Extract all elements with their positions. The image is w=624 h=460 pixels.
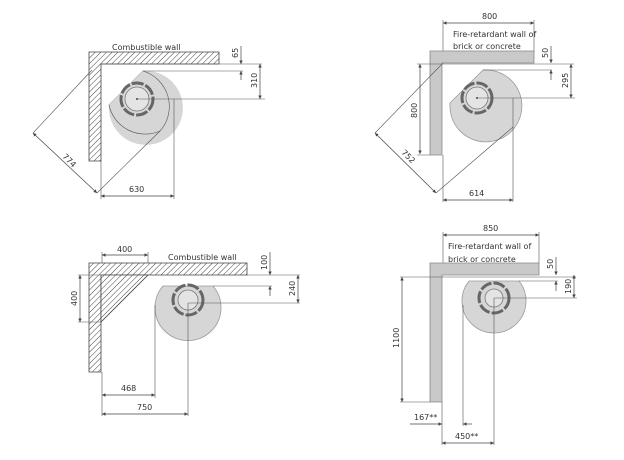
dim-752: 752 bbox=[400, 148, 417, 165]
dim-310: 310 bbox=[250, 73, 259, 88]
dim-614: 614 bbox=[469, 189, 484, 198]
dim-450: 450** bbox=[455, 432, 478, 441]
stove bbox=[449, 69, 523, 143]
dim-295: 295 bbox=[561, 73, 570, 88]
wall-label-line2: brick or concrete bbox=[453, 42, 521, 51]
wall-label-line2: brick or concrete bbox=[448, 255, 516, 264]
dim-850: 850 bbox=[483, 224, 498, 233]
dim-50: 50 bbox=[546, 259, 555, 269]
hatched-corner-zone bbox=[100, 274, 149, 323]
dim-167: 167** bbox=[414, 413, 437, 422]
wall-label: Combustible wall bbox=[112, 43, 181, 52]
dim-1100: 1100 bbox=[392, 328, 401, 348]
stove-body bbox=[108, 70, 183, 145]
dim-240: 240 bbox=[288, 281, 297, 296]
panel-wall-combustible: 400 Combustible wall 400 100 240 468 750 bbox=[70, 245, 300, 416]
panel-corner-fire-retardant: 800 Fire-retardant wall of brick or conc… bbox=[374, 12, 575, 202]
dim-100: 100 bbox=[260, 255, 269, 270]
dim-800-side: 800 bbox=[410, 103, 419, 118]
dim-65: 65 bbox=[231, 48, 240, 58]
wall-label-line1: Fire-retardant wall of bbox=[453, 30, 536, 39]
dim-400-side: 400 bbox=[70, 291, 79, 306]
dim-190: 190 bbox=[564, 279, 573, 294]
dim-630: 630 bbox=[129, 185, 144, 194]
dim-400-top: 400 bbox=[117, 245, 132, 254]
wall-label-line1: Fire-retardant wall of bbox=[448, 242, 531, 251]
dim-774: 774 bbox=[61, 152, 78, 169]
dim-800-top: 800 bbox=[482, 12, 497, 21]
panel-corner-combustible: Combustible wall 65 310 630 774 bbox=[32, 43, 265, 199]
stove-outline bbox=[108, 70, 170, 135]
dim-50: 50 bbox=[541, 48, 550, 58]
dim-468: 468 bbox=[121, 384, 136, 393]
dim-750: 750 bbox=[137, 403, 152, 412]
wall-label: Combustible wall bbox=[168, 253, 237, 262]
panel-wall-fire-retardant: 850 Fire-retardant wall of brick or conc… bbox=[392, 224, 577, 445]
